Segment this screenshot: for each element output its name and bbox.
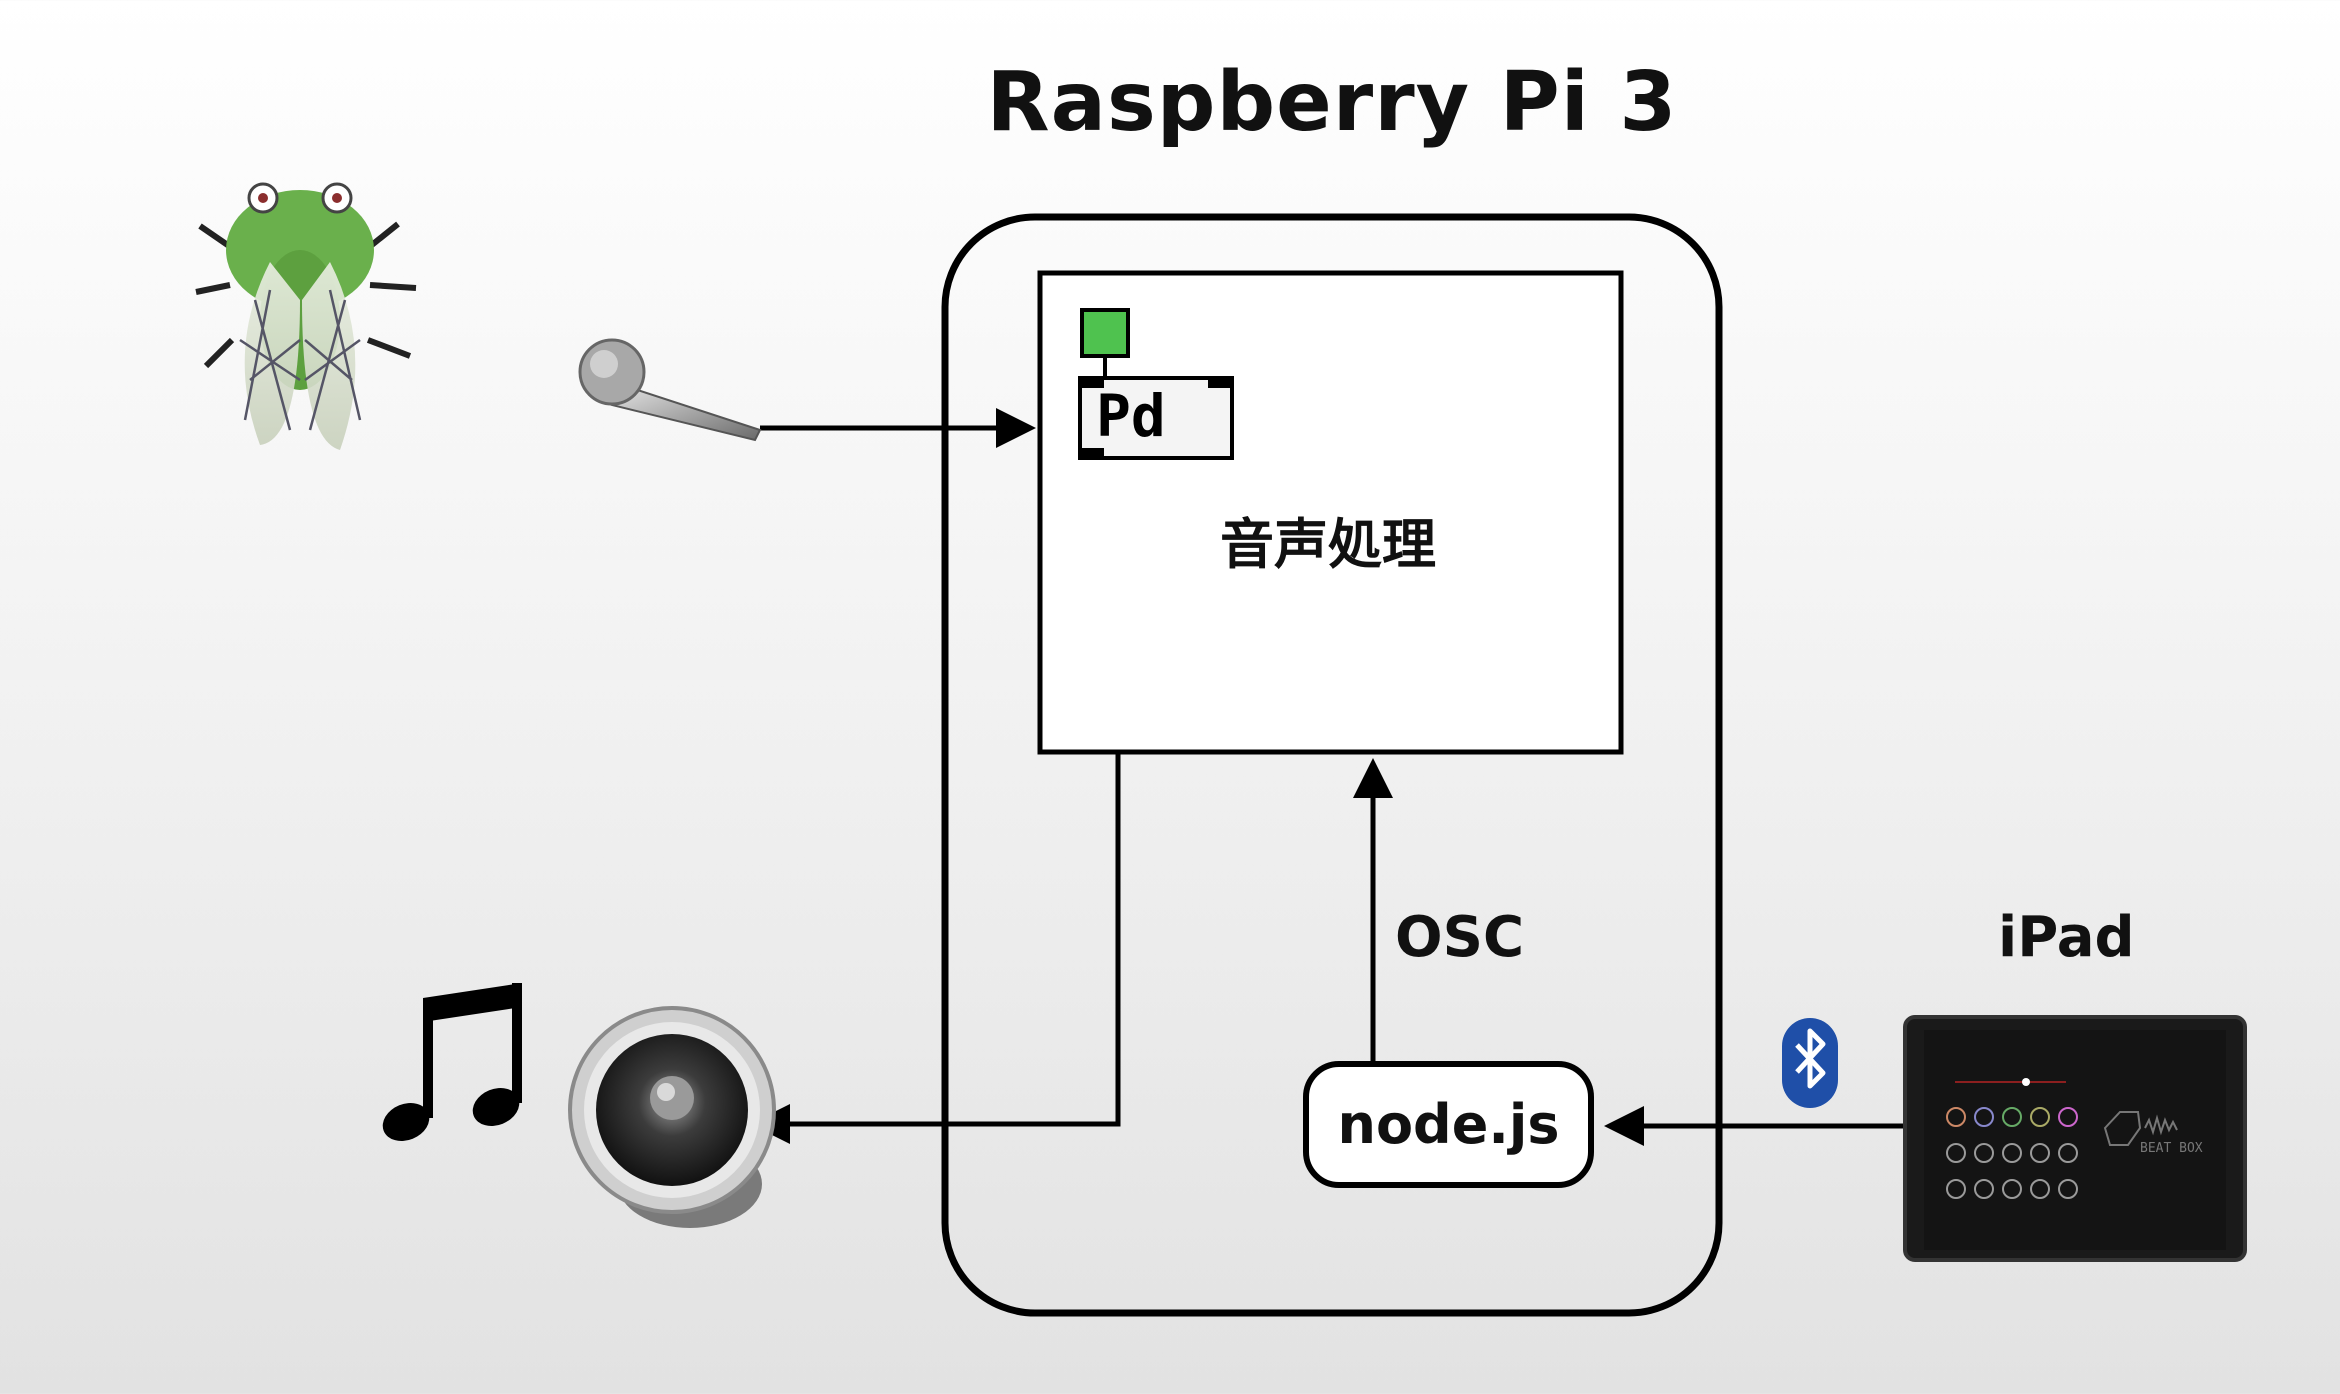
microphone-icon	[578, 338, 762, 442]
bluetooth-icon	[1782, 1018, 1838, 1108]
pd-caption: 音声処理	[1220, 513, 1436, 576]
cicada-icon	[195, 182, 417, 450]
ipad-icon: BEAT BOX	[1903, 1015, 2247, 1262]
music-note-icon	[382, 983, 522, 1141]
ipad-app-logo-text: BEAT BOX	[2140, 1141, 2203, 1156]
pd-logo-icon: Pd	[1078, 308, 1234, 460]
nodejs-label: node.js	[1337, 1093, 1560, 1156]
speaker-icon	[568, 1006, 776, 1228]
pd-to-speaker-arrow	[750, 752, 1121, 1144]
diagram-title: Raspberry Pi 3	[986, 55, 1678, 150]
osc-label: OSC	[1395, 905, 1525, 970]
nodejs-box: node.js	[1303, 1061, 1594, 1188]
pd-logo-text: Pd	[1096, 382, 1166, 450]
ipad-label: iPad	[1998, 905, 2135, 970]
raspberry-pi-frame	[941, 213, 1723, 1317]
pd-processing-box	[1037, 270, 1624, 755]
